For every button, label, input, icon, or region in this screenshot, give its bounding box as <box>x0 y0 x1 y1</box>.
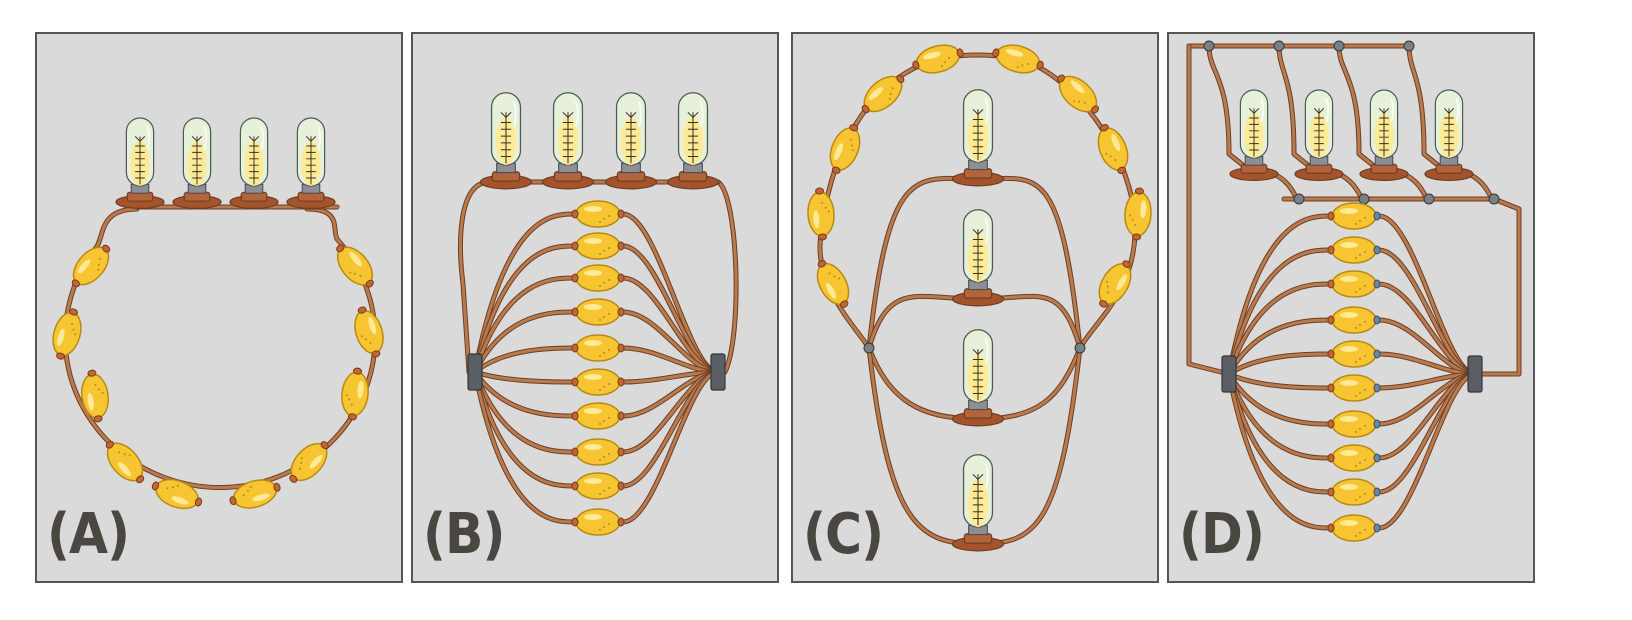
lemon-battery <box>1327 410 1381 438</box>
wire <box>975 345 1083 422</box>
wire <box>1472 196 1522 377</box>
light-bulb <box>951 329 1005 427</box>
lemon-battery <box>1056 74 1100 114</box>
terminal-clamp <box>1467 355 1483 393</box>
light-bulb <box>951 89 1005 187</box>
lemon-battery <box>829 124 861 174</box>
light-bulb <box>951 454 1005 552</box>
circuit-a <box>52 117 384 510</box>
panel-a: (A) <box>35 32 403 583</box>
lemon-battery <box>571 368 625 396</box>
light-bulb <box>951 209 1005 307</box>
lemon-battery <box>571 200 625 228</box>
panel-label-c: (C) <box>803 502 884 567</box>
lemon-battery <box>341 367 369 421</box>
lemon-battery <box>571 264 625 292</box>
lemon-battery <box>571 508 625 536</box>
light-bulb <box>666 92 720 190</box>
panel-d: (D) <box>1167 32 1535 583</box>
lemon-battery <box>229 479 281 509</box>
lemon-battery <box>571 232 625 260</box>
terminal-clamp <box>467 353 483 391</box>
lemon-battery <box>1327 202 1381 230</box>
lemon-battery <box>336 244 374 288</box>
circuit-d <box>1186 40 1522 542</box>
wire <box>1336 43 1387 177</box>
lemon-battery <box>1124 187 1152 241</box>
wire-junction <box>1358 193 1370 205</box>
light-bulb <box>1424 89 1474 182</box>
lemon-battery <box>571 334 625 362</box>
wire-junction <box>1074 342 1086 354</box>
lemon-battery <box>571 298 625 326</box>
lemon-battery <box>151 478 203 510</box>
panel-label-b: (B) <box>423 502 505 567</box>
lemon-battery <box>816 260 850 308</box>
wire <box>715 179 739 375</box>
light-bulb <box>541 92 595 190</box>
light-bulb <box>286 117 336 210</box>
wire-junction <box>1488 193 1500 205</box>
lemon-battery <box>1327 270 1381 298</box>
light-bulb <box>479 92 533 190</box>
lemon-battery <box>1327 444 1381 472</box>
lemon-battery <box>861 74 905 114</box>
lemon-battery <box>1327 340 1381 368</box>
panel-c: (C) <box>791 32 1159 583</box>
circuit-c <box>807 44 1152 552</box>
wire-junction <box>1403 40 1415 52</box>
light-bulb <box>1229 89 1279 182</box>
circuit-b <box>458 92 739 536</box>
light-bulb <box>115 117 165 210</box>
lemon-battery <box>289 441 329 483</box>
lemon-battery <box>1097 124 1129 174</box>
wire-junction <box>1273 40 1285 52</box>
lemon-battery <box>52 308 82 360</box>
lemon-battery <box>105 440 145 484</box>
terminal-clamp <box>710 353 726 391</box>
light-bulb <box>172 117 222 210</box>
lemon-battery <box>1327 374 1381 402</box>
wire <box>975 175 1083 351</box>
lemon-battery <box>571 438 625 466</box>
wire <box>1406 43 1452 177</box>
light-bulb <box>1294 89 1344 182</box>
panel-label-d: (D) <box>1179 502 1265 567</box>
lemon-battery <box>71 244 111 288</box>
wire-junction <box>1333 40 1345 52</box>
lemon-battery <box>1327 236 1381 264</box>
wire <box>1276 43 1322 177</box>
light-bulb <box>604 92 658 190</box>
lemon-battery <box>1327 514 1381 542</box>
light-bulb <box>229 117 279 210</box>
wire <box>866 345 981 422</box>
lemon-battery <box>1327 306 1381 334</box>
lemon-battery <box>807 187 835 241</box>
lemon-battery <box>571 472 625 500</box>
terminal-clamp <box>1221 355 1237 393</box>
panel-label-a: (A) <box>47 502 130 567</box>
wire-junction <box>1293 193 1305 205</box>
wire-junction <box>1203 40 1215 52</box>
panel-b: (B) <box>411 32 779 583</box>
wire <box>458 179 491 375</box>
wire <box>1206 43 1257 177</box>
lemon-battery <box>354 306 384 358</box>
lemon-battery <box>992 44 1044 74</box>
lemon-battery <box>81 369 109 423</box>
wire-junction <box>863 342 875 354</box>
lemon-battery <box>1327 478 1381 506</box>
light-bulb <box>1359 89 1409 182</box>
lemon-battery <box>1098 260 1132 308</box>
lemon-battery <box>571 402 625 430</box>
wire <box>1186 43 1232 377</box>
wire <box>866 175 981 351</box>
wire-junction <box>1423 193 1435 205</box>
lemon-battery <box>912 44 964 74</box>
